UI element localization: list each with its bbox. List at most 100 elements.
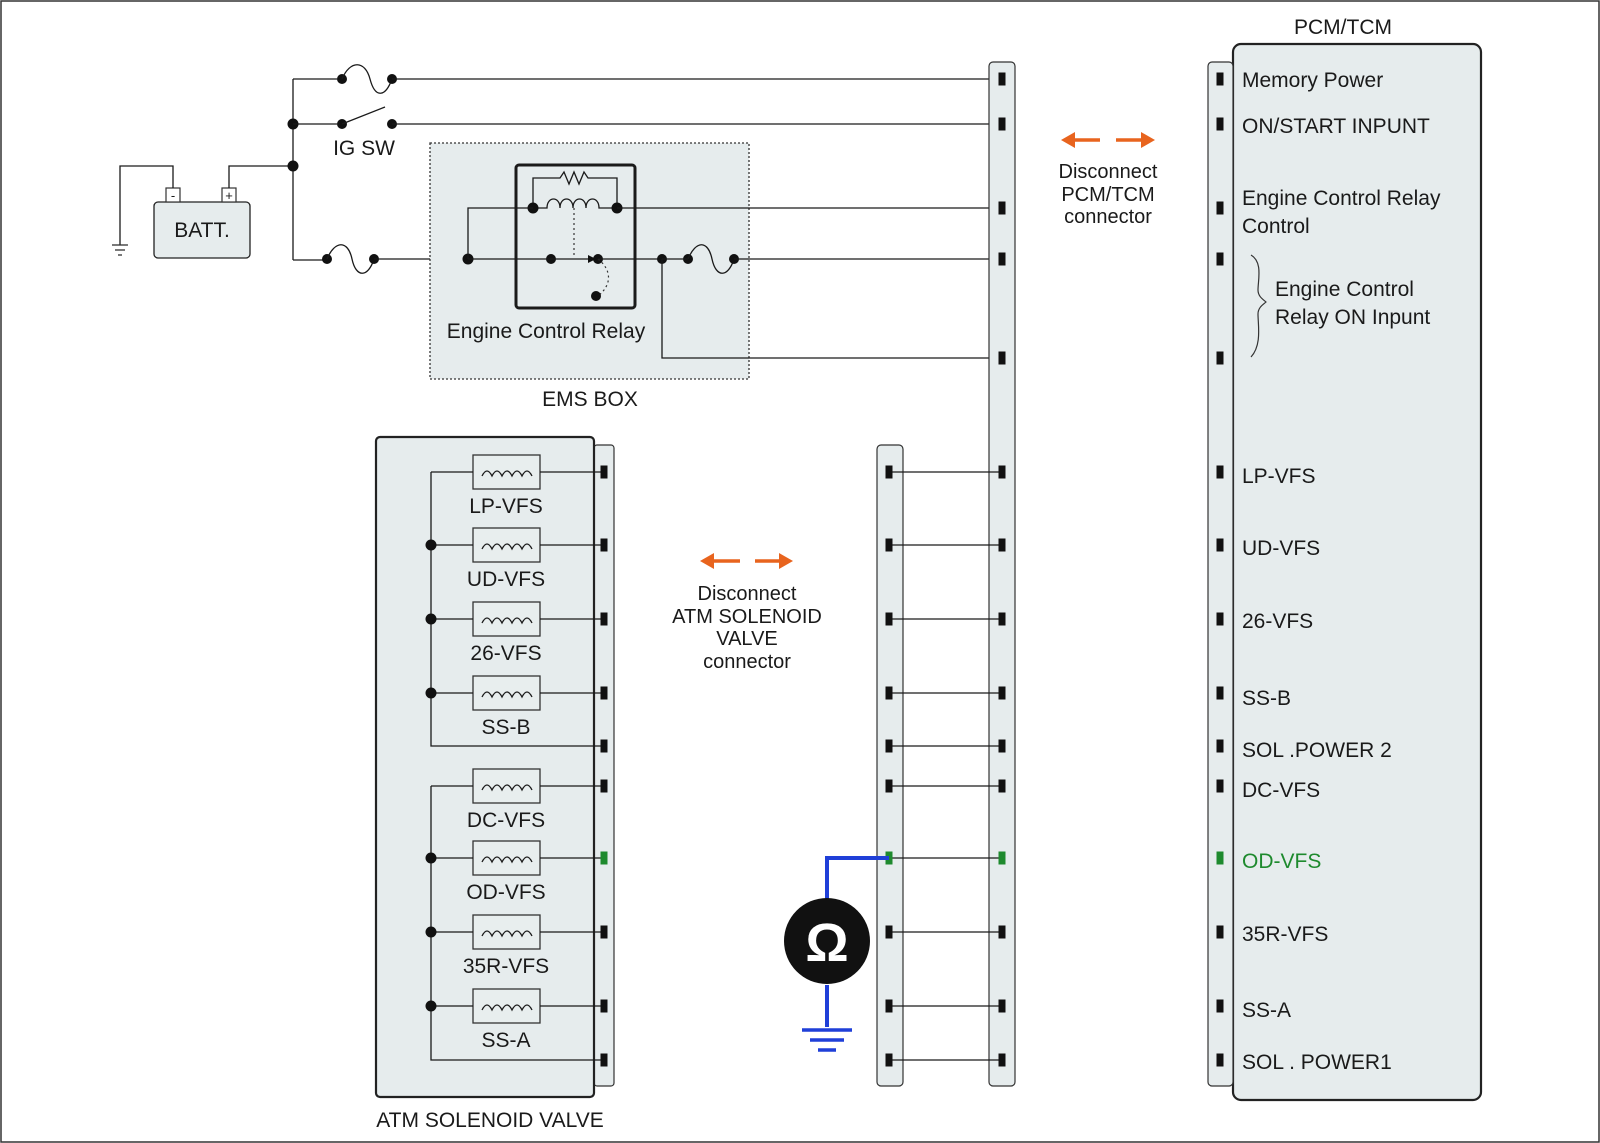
solenoid: 26-VFS <box>425 601 604 665</box>
battery: - + BATT. <box>153 187 251 259</box>
disconnect-note-line: PCM/TCM <box>1061 184 1154 206</box>
solenoid-label: LP-VFS <box>469 495 543 518</box>
node <box>425 687 437 699</box>
solenoid: UD-VFS <box>425 527 604 591</box>
pcm-pin-label: 26-VFS <box>1242 610 1313 633</box>
solenoid-label: 26-VFS <box>470 642 541 665</box>
pcm-pin-label: DC-VFS <box>1242 779 1320 802</box>
pcm-pin-label-highlighted: OD-VFS <box>1242 850 1321 873</box>
pcm-pin-label: Control <box>1242 215 1310 238</box>
node <box>425 1000 437 1012</box>
connector-pin <box>998 779 1006 793</box>
coil-icon <box>533 198 617 209</box>
connector-pin <box>1216 351 1224 365</box>
connector-pin <box>1216 72 1224 86</box>
disconnect-note-line: Disconnect <box>698 583 797 605</box>
connector-pin <box>885 465 893 479</box>
solenoid: SS-A <box>425 988 604 1052</box>
ohm-meter-icon <box>784 898 870 984</box>
connector-pin <box>998 252 1006 266</box>
ems-box: EMS BOX <box>429 142 750 411</box>
pcm-pin-label: Memory Power <box>1242 69 1383 92</box>
connector-pin <box>600 999 608 1013</box>
solenoid-coil-icon <box>481 617 533 625</box>
pcm-tcm-title: PCM/TCM <box>1294 16 1392 39</box>
connector-pin <box>1216 252 1224 266</box>
connector-pin <box>1216 1053 1224 1067</box>
pcm-pin-label: SOL . POWER1 <box>1242 1051 1392 1074</box>
solenoid-label: OD-VFS <box>466 881 545 904</box>
pcm-pin-label: SS-A <box>1242 999 1291 1022</box>
battery-minus-label: - <box>171 188 175 203</box>
disconnect-note-line: connector <box>1064 206 1152 228</box>
connector-pin <box>998 117 1006 131</box>
connector-pin <box>1216 739 1224 753</box>
disconnect-pcm-note: Disconnect PCM/TCM connector <box>1059 132 1158 228</box>
atm-solenoid-valve-label: ATM SOLENOID VALVE <box>376 1109 604 1132</box>
relay-on-wire-2 <box>661 259 995 359</box>
ems-box-label: EMS BOX <box>542 388 638 411</box>
engine-control-relay: Engine Control Relay <box>447 163 646 343</box>
connector-pin <box>885 1053 893 1067</box>
connector-pin <box>600 612 608 626</box>
ohmmeter: Ω <box>784 856 889 1052</box>
solenoid-coil-icon <box>481 470 533 478</box>
connector-pin <box>600 851 608 865</box>
connector-pin <box>885 612 893 626</box>
connector-pin <box>600 538 608 552</box>
battery-label: BATT. <box>174 219 230 242</box>
solenoid-label: 35R-VFS <box>463 955 549 978</box>
connector-pin <box>1216 117 1224 131</box>
connector-pin <box>885 999 893 1013</box>
connector-pin <box>600 925 608 939</box>
wire <box>467 207 533 259</box>
connector-pin <box>998 851 1006 865</box>
resistor-icon <box>532 170 618 208</box>
disconnect-atm-note: Disconnect ATM SOLENOID VALVE connector <box>672 553 822 673</box>
connector-pin <box>998 201 1006 215</box>
connector-pin <box>998 925 1006 939</box>
solenoid-layer: LP-VFSUD-VFS26-VFSSS-BDC-VFSOD-VFS35R-VF… <box>425 454 604 1052</box>
connector-pin <box>1216 612 1224 626</box>
meter-probe-wire <box>825 856 889 900</box>
bus-node <box>287 160 299 172</box>
battery-plus-wire <box>228 165 293 188</box>
harness-wire-layer <box>889 471 1002 1061</box>
connector-pin <box>998 612 1006 626</box>
pcm-pin-label: LP-VFS <box>1242 465 1316 488</box>
node <box>425 613 437 625</box>
disconnect-arrow-icon <box>700 553 793 569</box>
solenoid-coil-icon <box>481 543 533 551</box>
connector-pin <box>1216 465 1224 479</box>
common-rail-wire <box>430 472 604 747</box>
common-rail-wire <box>430 786 604 1061</box>
disconnect-note-line: Disconnect <box>1059 161 1158 183</box>
ground-icon <box>112 244 128 256</box>
connector-pin <box>885 779 893 793</box>
pcm-tcm-module: PCM/TCM Memory Power ON/START INPUNT Eng… <box>1207 16 1483 1102</box>
connector-pin <box>885 739 893 753</box>
connector-pin <box>600 779 608 793</box>
connector-pin <box>1216 851 1224 865</box>
brace-icon <box>1250 254 1267 358</box>
engine-control-relay-label: Engine Control Relay <box>447 320 646 343</box>
connector-pin <box>998 538 1006 552</box>
connector-pin <box>1216 538 1224 552</box>
pcm-pin-label: Relay ON Inpunt <box>1275 306 1430 329</box>
solenoid-coil-icon <box>481 1004 533 1012</box>
connector-pin <box>1216 925 1224 939</box>
solenoid-coil-icon <box>481 691 533 699</box>
connector-pin <box>1216 999 1224 1013</box>
pcm-pin-label: UD-VFS <box>1242 537 1320 560</box>
solenoid: 35R-VFS <box>425 914 604 978</box>
connector-pin <box>998 999 1006 1013</box>
disconnect-arrow-icon <box>1061 132 1155 148</box>
solenoid-label: DC-VFS <box>467 809 545 832</box>
fuse-icon <box>341 64 393 94</box>
connector-pin <box>998 739 1006 753</box>
pcm-pin-label: 35R-VFS <box>1242 923 1328 946</box>
connector-pin <box>998 72 1006 86</box>
disconnect-note-line: ATM SOLENOID <box>672 606 822 628</box>
